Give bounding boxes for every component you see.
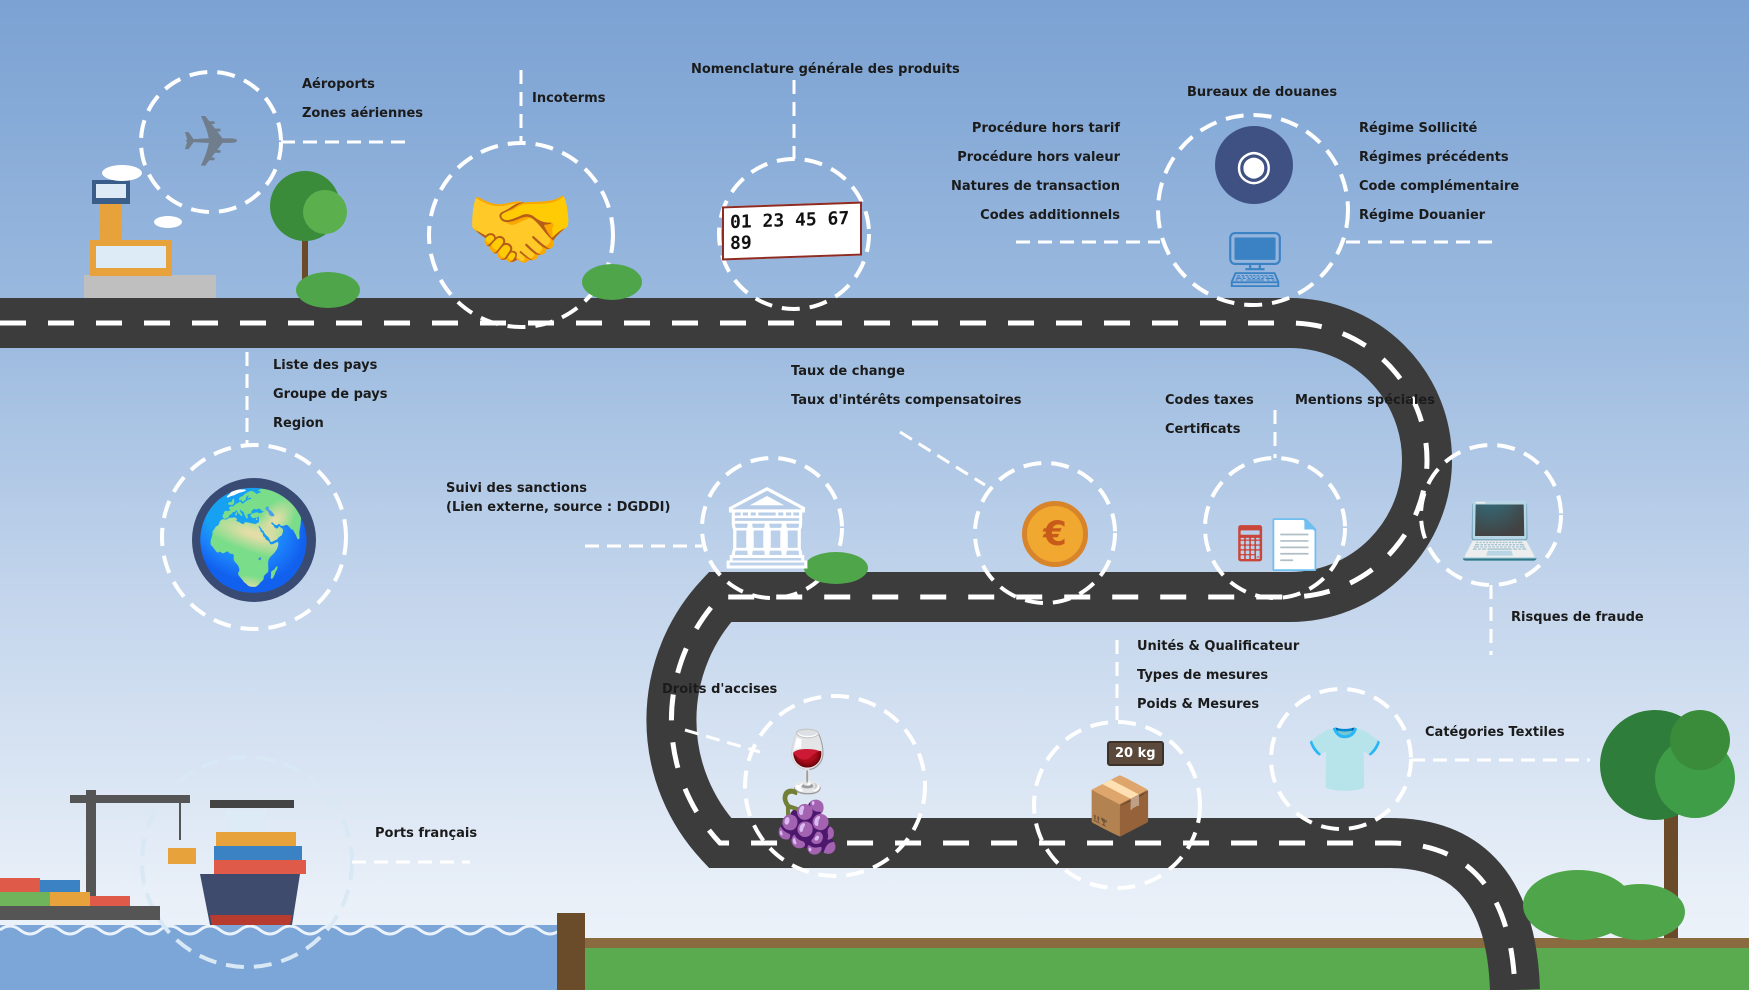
label-group-countries: Liste des pays Groupe de pays Region	[273, 351, 387, 438]
label-regime-douanier: Régime Douanier	[1359, 208, 1486, 223]
tree-left	[270, 171, 347, 300]
scale-boxes-icon: 📦	[1085, 774, 1155, 839]
label-liste-pays: Liste des pays	[273, 358, 378, 373]
connector-wine	[684, 728, 761, 754]
label-region: Region	[273, 416, 324, 431]
wave-line	[0, 924, 561, 936]
label-proc-hors-tarif: Procédure hors tarif	[971, 121, 1120, 136]
label-poids-mesures: Poids & Mesures	[1137, 697, 1260, 712]
label-types-mesures: Types de mesures	[1137, 668, 1269, 683]
label-regimes-precedents: Régimes précédents	[1359, 150, 1509, 165]
label-air-zones: Zones aériennes	[302, 106, 424, 121]
connector-coins	[899, 430, 986, 487]
label-mentions-speciales-text: Mentions spéciales	[1295, 393, 1435, 408]
label-group-sanctions: Suivi des sanctions (Lien externe, sourc…	[446, 479, 670, 517]
phone-number-icon: 01 23 45 67 89	[722, 201, 862, 261]
label-suivi-sanctions: Suivi des sanctions	[446, 481, 587, 496]
label-group-customs-right: Régime Sollicité Régimes précédents Code…	[1359, 114, 1519, 230]
label-incoterms: Incoterms	[532, 84, 605, 113]
circle-scale	[1032, 720, 1202, 890]
weight-badge: 20 kg	[1107, 741, 1164, 766]
label-group-taxes: Codes taxes Certificats	[1165, 386, 1254, 444]
label-regime-sollicite: Régime Sollicité	[1359, 121, 1478, 136]
label-groupe-pays: Groupe de pays	[273, 387, 388, 402]
label-group-airports: Aéroports Zones aériennes	[302, 70, 423, 128]
label-unites: Unités & Qualificateur	[1137, 639, 1300, 654]
airport-tower-icon	[84, 165, 216, 298]
courthouse-gavel-icon: 🏛	[716, 480, 818, 574]
label-mentions-speciales: Mentions spéciales	[1295, 386, 1435, 415]
label-droits-accises: Droits d'accises	[662, 675, 777, 704]
label-codes-additionnels: Codes additionnels	[980, 208, 1120, 223]
label-taux-change: Taux de change	[791, 364, 905, 379]
label-nomenclature: Nomenclature générale des produits	[691, 55, 960, 84]
wine-bottles-icon: 🍷🍇	[770, 727, 845, 857]
calculator-certificate-icon: 🖩📄	[1235, 517, 1325, 573]
label-ports-francais-text: Ports français	[375, 826, 478, 841]
label-taux-interets: Taux d'intérêts compensatoires	[791, 393, 1022, 408]
bushes	[296, 264, 1685, 940]
airplane-icon: ✈	[180, 100, 242, 184]
cargo-ship-icon	[200, 800, 306, 925]
circle-court	[700, 456, 844, 600]
label-customs-offices-text: Bureaux de douanes	[1187, 85, 1338, 100]
hacker-laptop-icon: 💻	[1458, 486, 1542, 563]
circle-coins	[973, 461, 1117, 605]
desk-icon: 🖥	[1220, 228, 1290, 291]
port-crane-icon	[0, 790, 196, 920]
label-airports: Aéroports	[302, 77, 375, 92]
globe-icon: 🌍	[192, 478, 316, 602]
label-group-measures: Unités & Qualificateur Types de mesures …	[1137, 632, 1299, 719]
dirt-strip	[585, 938, 1749, 948]
label-group-rates: Taux de change Taux d'intérêts compensat…	[791, 357, 1022, 415]
label-certificats: Certificats	[1165, 422, 1241, 437]
label-code-complementaire: Code complémentaire	[1359, 179, 1520, 194]
label-customs-offices: Bureaux de douanes	[1187, 78, 1337, 107]
label-codes-taxes: Codes taxes	[1165, 393, 1254, 408]
handshake-icon: 🤝	[463, 177, 577, 282]
label-group-customs-left: Procédure hors tarif Procédure hors vale…	[920, 114, 1120, 230]
customs-emblem-icon: ◉	[1215, 126, 1293, 204]
phone-number-text: 01 23 45 67 89	[722, 201, 862, 261]
circle-wine	[743, 694, 927, 878]
label-natures-transaction: Natures de transaction	[951, 179, 1120, 194]
label-risques-fraude-text: Risques de fraude	[1511, 610, 1644, 625]
label-categories-textiles: Catégories Textiles	[1425, 718, 1565, 747]
dock-post	[557, 913, 585, 990]
coins-euro-icon: €	[1005, 494, 1105, 574]
water-area	[0, 925, 560, 990]
label-risques-fraude: Risques de fraude	[1511, 603, 1644, 632]
label-proc-hors-valeur: Procédure hors valeur	[957, 150, 1120, 165]
circle-globe	[160, 443, 348, 631]
label-suivi-sanctions-source: (Lien externe, source : DGDDI)	[446, 500, 671, 515]
circle-hacker	[1419, 443, 1563, 587]
label-droits-accises-text: Droits d'accises	[662, 682, 778, 697]
clothes-rack-icon: 👕	[1305, 722, 1385, 797]
label-incoterms-text: Incoterms	[532, 91, 606, 106]
label-categories-textiles-text: Catégories Textiles	[1425, 725, 1565, 740]
label-ports-francais: Ports français	[375, 819, 477, 848]
label-nomenclature-text: Nomenclature générale des produits	[691, 62, 960, 77]
circle-calculator	[1203, 456, 1347, 600]
circle-customs	[1156, 113, 1350, 307]
